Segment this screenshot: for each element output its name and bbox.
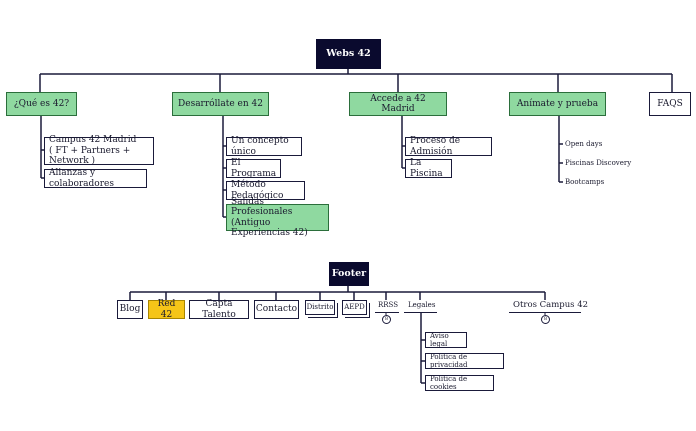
node-que-es-42: ¿Qué es 42?	[6, 92, 77, 116]
leaf-open-days: Open days	[565, 140, 603, 148]
footer-aepd: AEPD	[342, 300, 367, 315]
footer-rrss: RRSS	[378, 301, 399, 309]
salidas-line-2: (Antiguo Experiencias 42)	[231, 217, 308, 238]
footer-distrito: Distrito	[305, 300, 335, 315]
rrss-underline	[375, 312, 399, 313]
node-metodo-pedagogico: Método Pedagógico	[226, 180, 305, 201]
node-desarrollate-en-42: Desarróllate en 42	[172, 92, 269, 116]
footer-red-42: Red 42	[148, 299, 185, 320]
footer-blog: Blog	[117, 300, 143, 319]
otros-campus-underline	[509, 312, 581, 313]
node-alianzas: Alianzas y colaboradores	[44, 168, 147, 189]
node-campus-42-madrid: Campus 42 Madrid ( FT + Partners + Netwo…	[44, 135, 154, 167]
node-el-programa: El Programa	[226, 158, 281, 179]
legal-politica-privacidad: Política de privacidad	[425, 353, 504, 369]
node-concepto-unico: Un concepto único	[226, 136, 302, 157]
node-faqs: FAQS	[649, 92, 691, 116]
footer-otros-campus: Otros Campus 42	[513, 300, 589, 310]
footer-legales: Legales	[408, 301, 436, 309]
node-accede-a-42-madrid: Accede a 42 Madrid	[349, 92, 447, 116]
campus-line-1: Campus 42 Madrid	[49, 135, 137, 146]
rrss-collapsed-mark: 8	[382, 315, 391, 324]
node-salidas-profesionales: Salidas Profesionales (Antiguo Experienc…	[226, 197, 329, 238]
node-animate-y-prueba: Anímate y prueba	[509, 92, 606, 116]
footer-root: Footer	[329, 262, 369, 286]
footer-contacto: Contacto	[254, 300, 299, 319]
legales-underline	[404, 312, 437, 313]
legal-aviso-legal: Aviso legal	[425, 332, 467, 348]
leaf-bootcamps: Bootcamps	[565, 178, 605, 186]
node-proceso-admision: Proceso de Admisión	[405, 136, 492, 157]
legal-politica-cookies: Política de cookies	[425, 375, 494, 391]
campus-line-2: ( FT + Partners + Network )	[49, 145, 131, 167]
salidas-line-1: Salidas Profesionales	[231, 196, 293, 218]
leaf-piscinas-discovery: Piscinas Discovery	[565, 159, 632, 167]
otros-campus-collapsed-mark: 8	[541, 315, 550, 324]
footer-capta-talento: Capta Talento	[189, 299, 249, 320]
webs-42-root: Webs 42	[316, 39, 381, 69]
node-la-piscina: La Piscina	[405, 158, 452, 179]
